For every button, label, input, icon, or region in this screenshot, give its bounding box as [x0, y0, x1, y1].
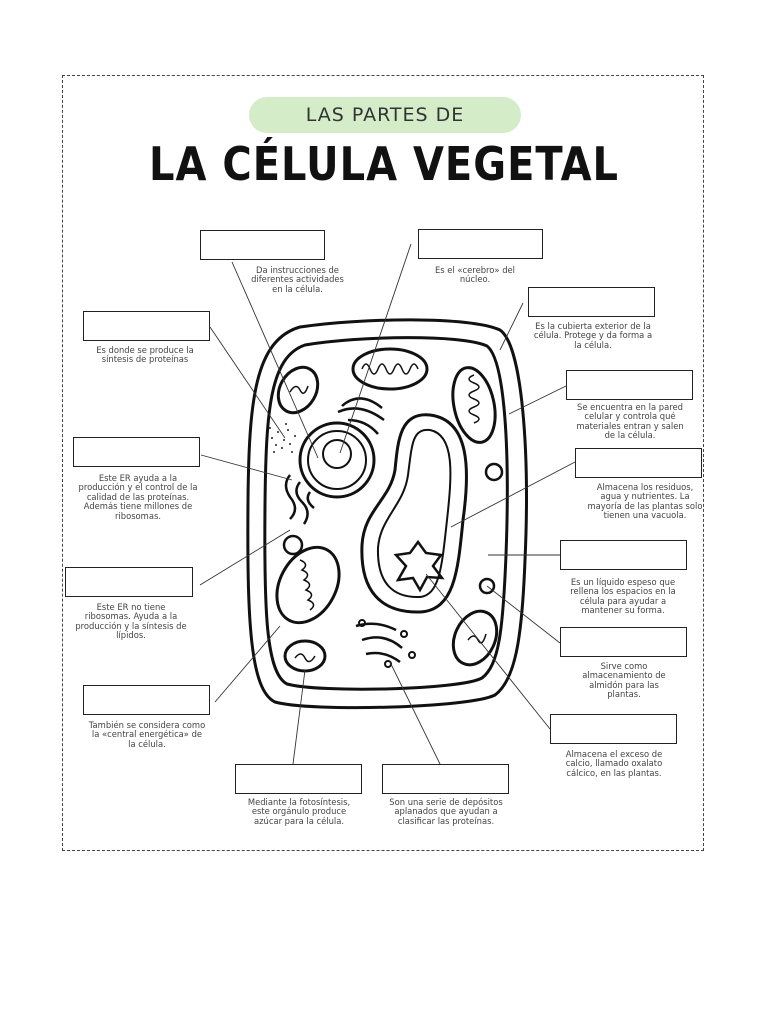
description-11: También se considera como la «central en…	[88, 720, 206, 749]
description-12: Almacena el exceso de calcio, llamado ox…	[565, 749, 663, 778]
description-10: Sirve como almacenamiento de almidón par…	[582, 661, 666, 700]
answer-blank-7[interactable]	[575, 448, 702, 478]
vacuole	[360, 413, 468, 614]
chloroplast-top	[351, 347, 429, 391]
page-title: LA CÉLULA VEGETAL	[148, 138, 620, 192]
vacuole-inner	[376, 428, 452, 599]
vesicle	[478, 577, 496, 595]
description-7: Almacena los residuos, agua y nutrientes…	[587, 482, 703, 521]
vesicle	[282, 534, 304, 556]
crystal-druse	[393, 539, 445, 593]
answer-blank-10[interactable]	[560, 627, 687, 657]
description-9: Este ER no tiene ribosomas. Ayuda a la p…	[75, 602, 187, 641]
answer-blank-4[interactable]	[83, 311, 210, 341]
description-4: Es donde se produce la síntesis de prote…	[96, 345, 194, 365]
chloroplast-left	[275, 545, 341, 625]
answer-blank-3[interactable]	[528, 287, 655, 317]
leader-lines	[199, 243, 576, 765]
answer-blank-5[interactable]	[566, 370, 693, 400]
answer-blank-13[interactable]	[235, 764, 362, 794]
subtitle-pill: LAS PARTES DE	[249, 97, 521, 133]
answer-blank-12[interactable]	[550, 714, 677, 744]
description-2: Es el «cerebro» del núcleo.	[434, 265, 516, 285]
answer-blank-11[interactable]	[83, 685, 210, 715]
nucleolus	[322, 439, 352, 469]
description-8: Es un líquido espeso que rellena los esp…	[570, 577, 676, 616]
answer-blank-2[interactable]	[418, 229, 543, 259]
worksheet-frame	[62, 75, 704, 851]
nucleus-inner	[307, 430, 367, 490]
answer-blank-9[interactable]	[65, 567, 193, 597]
ribosomes	[269, 423, 296, 453]
vesicle	[484, 462, 504, 482]
description-13: Mediante la fotosíntesis, este orgánulo …	[247, 797, 351, 826]
description-5: Se encuentra en la pared celular y contr…	[576, 402, 684, 441]
subtitle-text: LAS PARTES DE	[305, 104, 465, 126]
answer-blank-6[interactable]	[73, 437, 200, 467]
description-1: Da instrucciones de diferentes actividad…	[251, 265, 344, 294]
mitochondrion-top	[276, 365, 320, 415]
answer-blank-8[interactable]	[560, 540, 687, 570]
description-3: Es la cubierta exterior de la célula. Pr…	[533, 321, 653, 350]
description-6: Este ER ayuda a la producción y el contr…	[78, 473, 198, 521]
answer-blank-14[interactable]	[382, 764, 509, 794]
description-14: Son una serie de depósitos aplanados que…	[389, 797, 503, 826]
endoplasmic-reticulum	[284, 474, 315, 525]
amyloplast	[451, 609, 499, 667]
cell-membrane	[263, 336, 509, 691]
nucleus-outer	[298, 421, 376, 499]
answer-blank-1[interactable]	[200, 230, 325, 260]
chloroplast-right	[451, 366, 497, 444]
